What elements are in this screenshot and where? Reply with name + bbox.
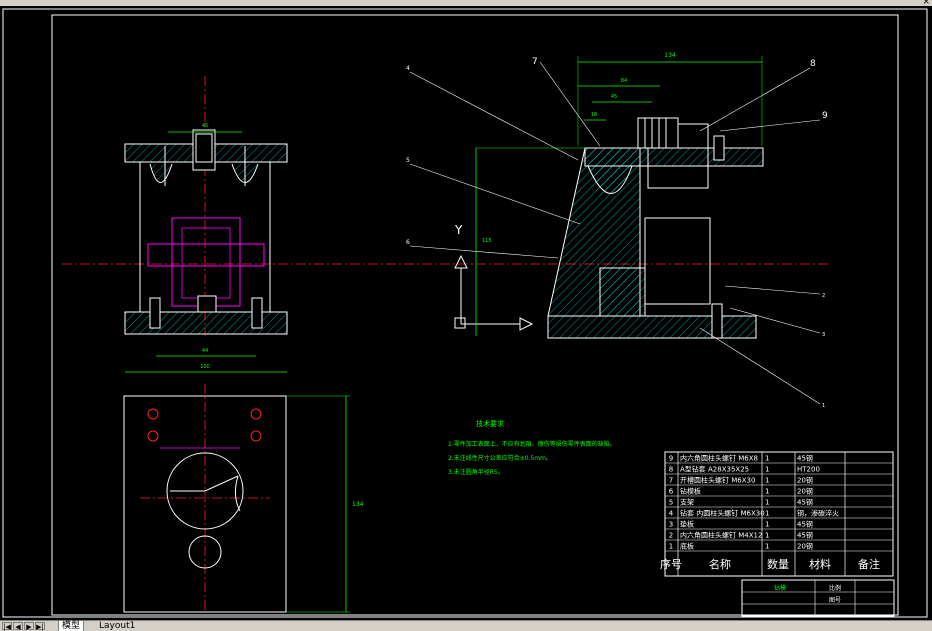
leader-9: 9 (822, 111, 828, 121)
top-window-strip: × (0, 0, 932, 7)
bom-cell-qty: 1 (765, 499, 769, 507)
leader-6: 6 (406, 239, 410, 246)
tab-layout1[interactable]: Layout1 (99, 621, 136, 631)
bom-cell-qty: 1 (765, 488, 769, 496)
bom-cell-qty: 1 (765, 521, 769, 529)
side-view: Y 134 84 45 18 115 4 5 6 7 8 9 2 3 1 (406, 52, 828, 409)
bom-cell-qty: 1 (765, 466, 769, 474)
bom-cell-no: 5 (669, 499, 673, 507)
cad-drawing-canvas[interactable]: 45 44 100 Y 134 84 45 (0, 6, 932, 620)
bom-cell-no: 9 (669, 455, 673, 463)
title-block: 钻模 比例 图号 (741, 579, 895, 617)
dim-45-top: 45 (611, 94, 617, 100)
tab-nav-last-button[interactable]: ▶| (35, 622, 45, 631)
bom-cell-name: 垫板 (680, 520, 694, 529)
dim-100-front: 100 (200, 364, 210, 370)
axis-label-y: Y (454, 223, 463, 237)
dim-45-front: 45 (202, 123, 208, 129)
bom-cell-qty: 1 (765, 532, 769, 540)
tab-nav-next-button[interactable]: ▶ (24, 622, 34, 631)
drawing-outer-border (2, 8, 928, 618)
leader-4: 4 (406, 65, 410, 72)
bom-cell-mat: 钢，渗碳淬火 (797, 509, 839, 518)
title-block-name: 钻模 (774, 584, 786, 592)
tech-note-2: 2.未注线性尺寸公差应符合±0.5mm。 (448, 454, 552, 462)
bom-header-no: 序号 (660, 557, 682, 571)
bom-cell-mat: 20钢 (797, 487, 813, 496)
tab-model[interactable]: 模型 (58, 621, 85, 631)
bom-cell-name: 内六角圆柱头螺钉 M4X12 (680, 531, 762, 540)
leader-8: 8 (810, 59, 816, 69)
bom-cell-qty: 1 (765, 455, 769, 463)
dim-134-top: 134 (664, 52, 676, 59)
bom-cell-qty: 1 (765, 477, 769, 485)
bom-header-note: 备注 (858, 557, 880, 571)
leader-7: 7 (532, 57, 538, 67)
bom-cell-no: 7 (669, 477, 673, 485)
bom-cell-mat: 45钢 (797, 498, 813, 507)
dim-115-side: 115 (482, 238, 492, 244)
bom-cell-mat: HT200 (797, 466, 820, 474)
bom-header-mat: 材料 (809, 557, 831, 571)
bom-cell-no: 4 (669, 510, 674, 518)
bom-cell-qty: 1 (765, 510, 769, 518)
bom-cell-name: 钻模板 (680, 487, 701, 496)
bom-cell-no: 1 (669, 543, 673, 551)
bom-cell-mat: 20钢 (797, 542, 813, 551)
bom-cell-qty: 1 (765, 543, 769, 551)
drawing-inner-border (51, 14, 899, 616)
bom-cell-name: 内六角圆柱头螺钉 M6X8 (680, 454, 758, 463)
bom-cell-no: 3 (669, 521, 673, 529)
bom-cell-name: 钻套 内圆柱头螺钉 M6X30 (680, 509, 765, 518)
tab-nav-prev-button[interactable]: ◀ (13, 622, 23, 631)
plan-view: 134 (123, 384, 364, 613)
technical-requirements: 技术要求 1.零件加工表面上，不应有划痕、擦伤等损伤零件表面的缺陷。 2.未注线… (448, 419, 616, 476)
bom-header-qty: 数量 (767, 558, 789, 571)
bom-cell-mat: 45钢 (797, 531, 813, 540)
tech-title: 技术要求 (476, 419, 504, 428)
dim-134-plan: 134 (352, 501, 364, 508)
bom-cell-name: 底板 (680, 542, 694, 551)
bom-cell-no: 2 (669, 532, 673, 540)
title-block-sheet: 图号 (829, 597, 841, 604)
bom-cell-mat: 45钢 (797, 454, 813, 463)
layout-tab-bar: |◀ ◀ ▶ ▶| 模型 Layout1 (0, 620, 932, 631)
front-view: 45 44 100 (62, 76, 830, 373)
bom-cell-no: 6 (669, 488, 674, 496)
leader-2: 2 (822, 293, 825, 299)
bom-cell-mat: 20钢 (797, 476, 813, 485)
leader-3: 3 (822, 332, 825, 338)
tech-note-1: 1.零件加工表面上，不应有划痕、擦伤等损伤零件表面的缺陷。 (448, 440, 616, 448)
bom-cell-name: 开槽圆柱头螺钉 M6X30 (680, 476, 755, 485)
leader-1: 1 (822, 403, 825, 409)
leader-5: 5 (406, 157, 410, 164)
bom-cell-name: 支架 (680, 498, 694, 507)
window-close-button[interactable]: × (922, 0, 930, 7)
bom-header-name: 名称 (709, 557, 731, 571)
tech-note-3: 3.未注圆角半径R5。 (448, 468, 504, 476)
bom-cell-name: A型钻套 A28X35X25 (680, 465, 749, 474)
dim-84-top: 84 (621, 78, 627, 84)
title-block-scale: 比例 (829, 584, 841, 592)
dim-44-front: 44 (202, 348, 208, 354)
dim-18-top: 18 (591, 112, 597, 118)
bom-cell-mat: 45钢 (797, 520, 813, 529)
bom-cell-no: 8 (669, 466, 673, 474)
tab-nav-first-button[interactable]: |◀ (2, 622, 12, 631)
